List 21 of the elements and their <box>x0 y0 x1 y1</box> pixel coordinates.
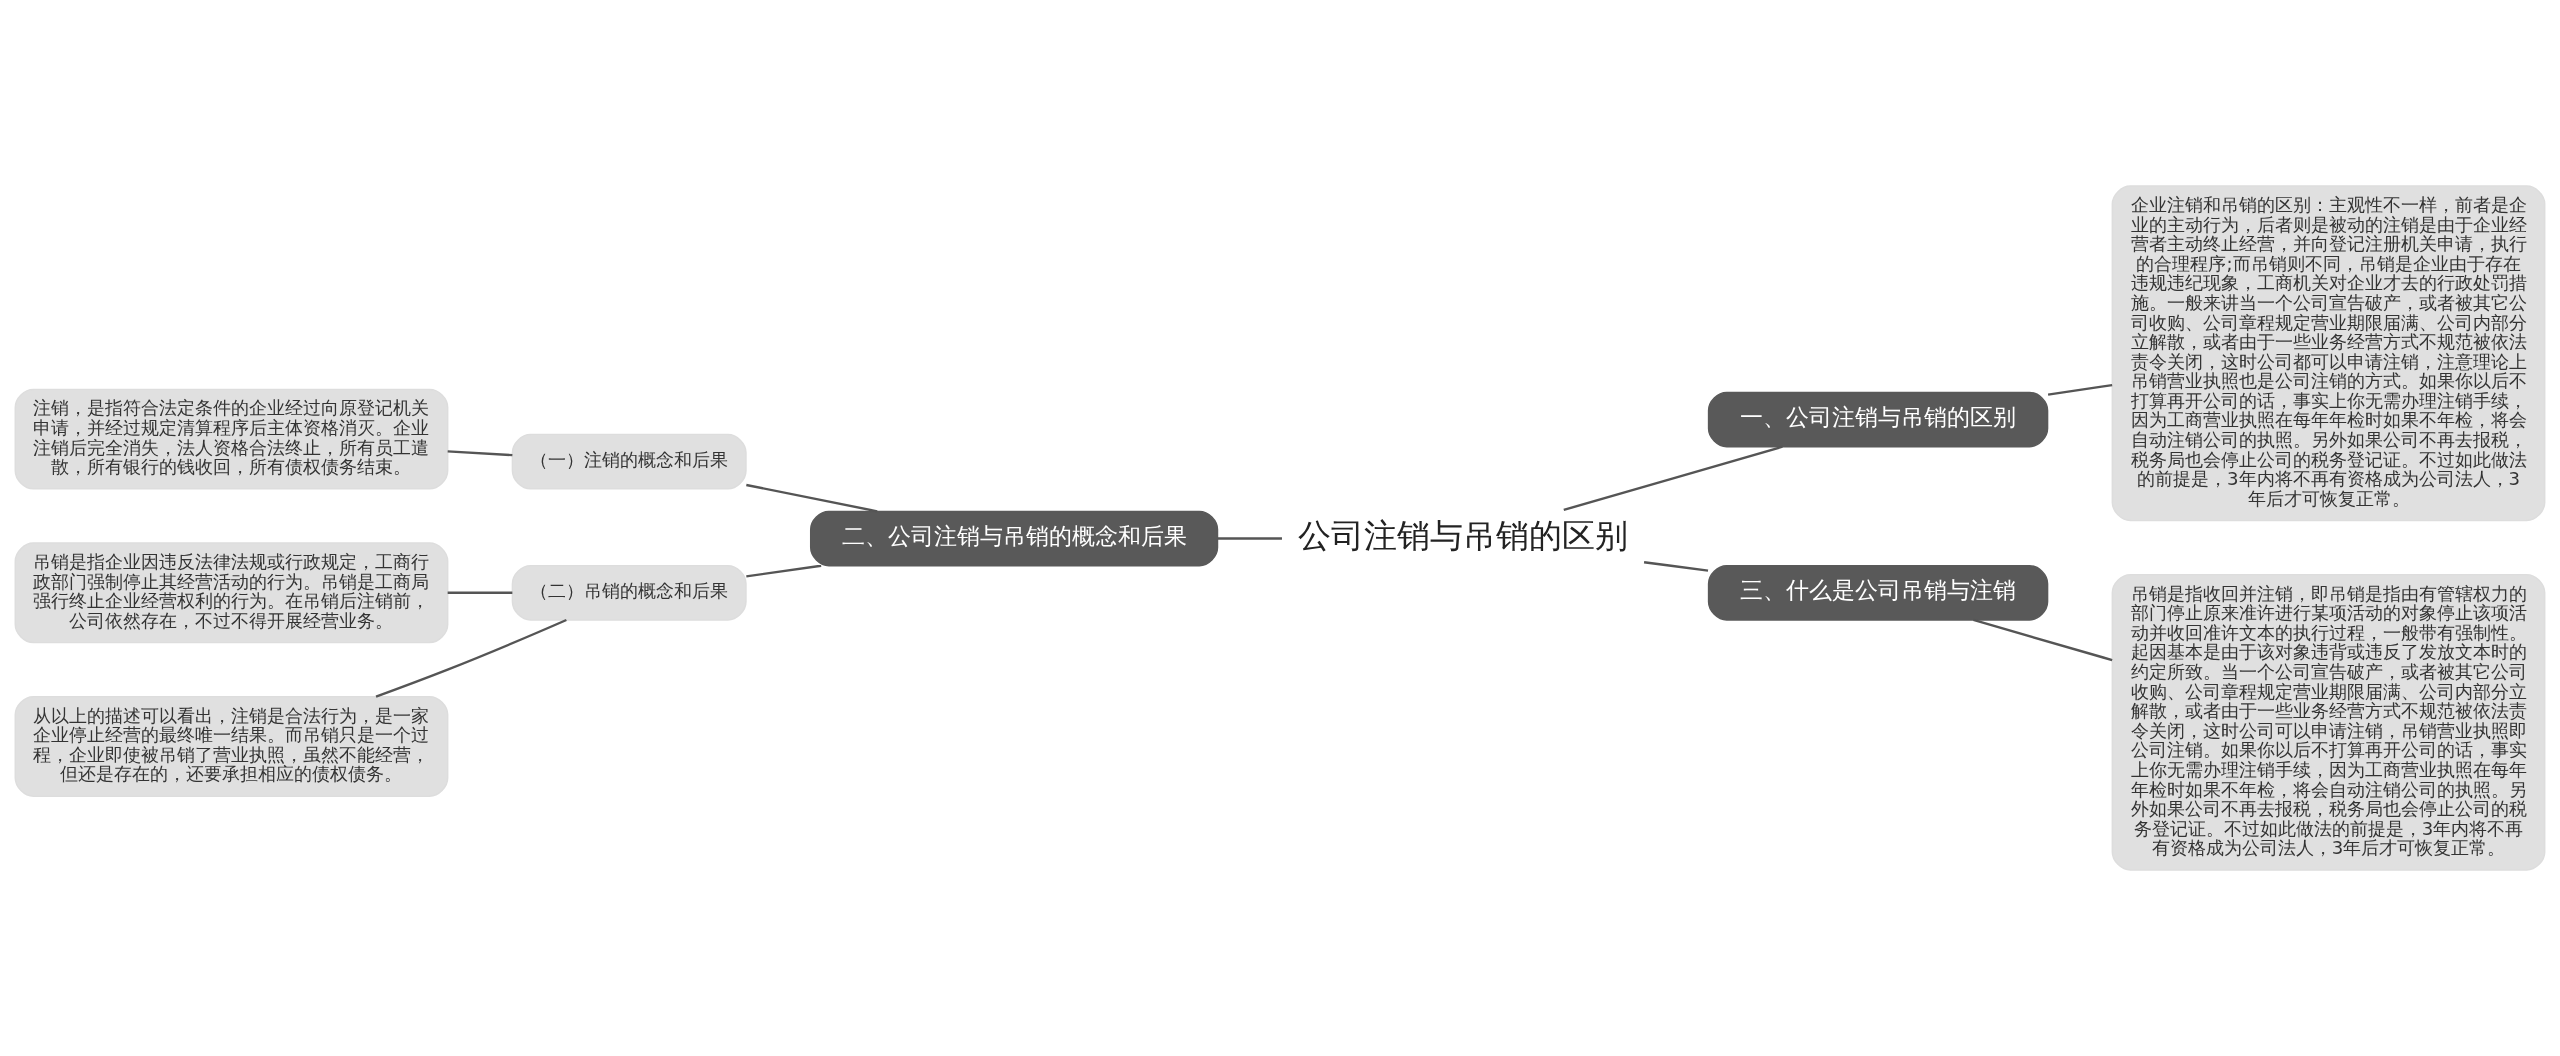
node-box: 企业注销和吊销的区别：主观性不一样，前者是企业的主动行为，后者则是被动的注销是由于企业经营者主动终止经营，并向登记注册机关申请，执行的合理程序;而吊销则不同，吊销是企业由于存在违规违纪现象，工商机关对企业才去的行政处罚措施。一般来讲当一个公司宣告破产，或者被其它公司收购、公司章程规定营业期限届满、公司内部分立解散，或者由于一些业务经营方式不规范被依法责令关闭，这时公司都可以申请注销，注意理论上吊销营业执照也是公司注销的方式。如果你以后不打算再开公司的话，事实上你无需办理注销手续，因为工商营业执照在每年年检时如果不年检，将会自动注销公司的执照。另外如果公司不再去报税，税务局也会停止公司的税务登记证。不过如此做法的前提是，3年内将不再有资格成为公司法人，3年后才可恢复正常。 <box>2111 185 2546 522</box>
connector <box>746 564 822 578</box>
node-box: 吊销是指收回并注销，即吊销是指由有管辖权力的部门停止原来准许进行某项活动的对象停止该项活动并收回准许文本的执行过程，一般带有强制性。起因基本是由于该对象违背或违反了发放文本时的约定所致。当一个公司宣告破产，或者被其它公司收购、公司章程规定营业期限届满、公司内部分立解散，或者由于一些业务经营方式不规范被依法责令关闭，这时公司可以申请注销，吊销营业执照即公司注销。如果你以后不打算再开公司的话，事实上你无需办理注销手续，因为工商营业执照在每年年检时如果不年检，将会自动注销公司的执照。另外如果公司不再去报税，税务局也会停止公司的税务登记证。不过如此做法的前提是，3年内将不再有资格成为公司法人，3年后才可恢复正常。 <box>2111 573 2546 871</box>
node-box: 从以上的描述可以看出，注销是合法行为，是一家企业停止经营的最终唯一结果。而吊销只是一个过程，企业即使被吊销了营业执照，虽然不能经营，但还是存在的，还要承担相应的债权债务。 <box>14 695 449 797</box>
connector <box>2047 383 2113 396</box>
connector <box>746 483 878 513</box>
node-box: （二）吊销的概念和后果 <box>511 564 747 621</box>
node-box: 吊销是指企业因违反法律法规或行政规定，工商行政部门强制停止其经营活动的行为。吊销是工商局强行终止企业经营权利的行为。在吊销后注销前，公司依然存在，不过不得开展经营业务。 <box>14 542 449 644</box>
connector <box>375 618 567 698</box>
connector <box>1563 445 1783 512</box>
connector <box>447 450 513 457</box>
connector <box>1217 537 1282 540</box>
node-text: 公司注销与吊销的区别 <box>1298 515 1629 555</box>
node-box: 三、什么是公司吊销与注销 <box>1707 564 2049 621</box>
node-box: （一）注销的概念和后果 <box>511 433 747 490</box>
node-box: 注销，是指符合法定条件的企业经过向原登记机关申请，并经过规定清算程序后主体资格消灭。企业注销后完全消失，法人资格合法终止，所有员工遣散，所有银行的钱收回，所有债权债务结束。 <box>14 388 449 490</box>
connector <box>1973 618 2113 662</box>
node-box: 二、公司注销与吊销的概念和后果 <box>809 510 1219 567</box>
connector <box>447 591 513 594</box>
node-box: 一、公司注销与吊销的区别 <box>1707 391 2049 448</box>
connector <box>1643 561 1709 572</box>
